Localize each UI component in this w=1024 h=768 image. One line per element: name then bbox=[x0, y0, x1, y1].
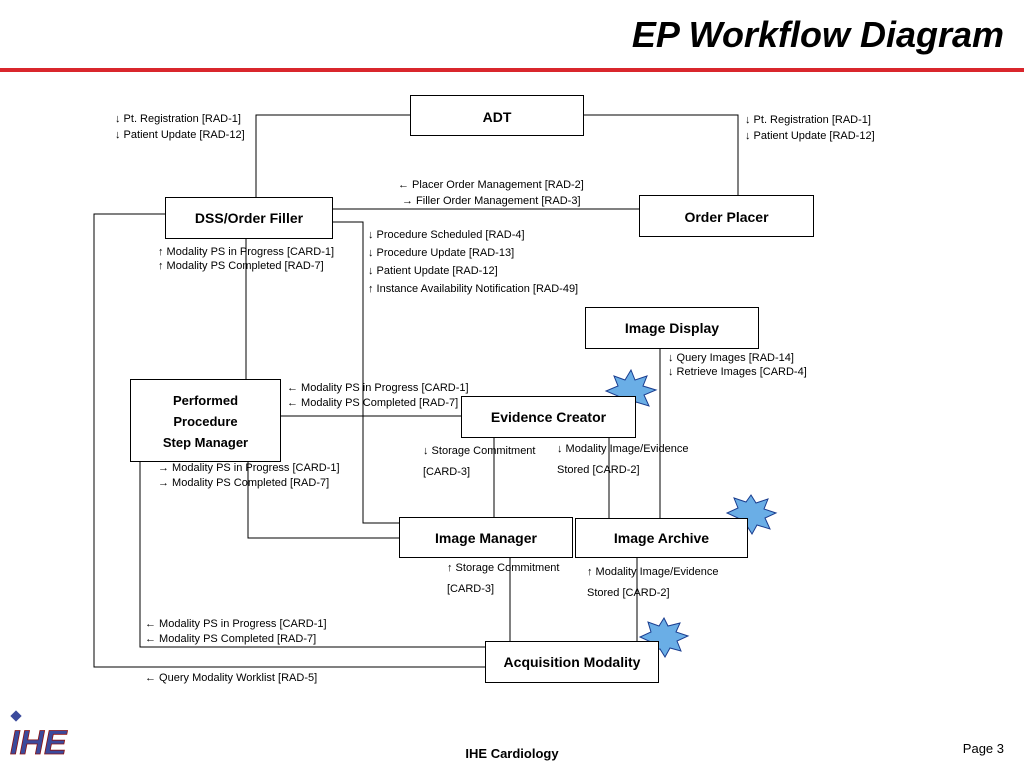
actor-acquisition-modality: Acquisition Modality bbox=[485, 641, 659, 683]
actor-ppsm-label-1: Performed bbox=[172, 393, 239, 408]
actor-acquisition-modality-label: Acquisition Modality bbox=[503, 654, 641, 670]
page-number: Page 3 bbox=[962, 741, 1004, 756]
page-title: EP Workflow Diagram bbox=[631, 14, 1004, 55]
transaction-am-to-ppsm: ← Modality PS in Progress [CARD-1]← Moda… bbox=[145, 618, 327, 645]
actor-ppsm-label-2: Procedure bbox=[173, 414, 238, 429]
transaction-adt-right: ↓ Pt. Registration [RAD-1]↓ Patient Upda… bbox=[745, 114, 875, 142]
transaction-ec-storage-commitment: ↓ Storage Commitment[CARD-3] bbox=[423, 445, 536, 478]
actor-dss-label: DSS/Order Filler bbox=[194, 210, 304, 226]
line-dss-im bbox=[333, 221, 400, 524]
actor-image-archive-label: Image Archive bbox=[613, 530, 710, 546]
footer-title: IHE Cardiology bbox=[465, 746, 559, 761]
actor-image-manager: Image Manager bbox=[399, 517, 573, 558]
actor-ppsm-label-3: Step Manager bbox=[162, 435, 249, 450]
actor-image-manager-label: Image Manager bbox=[435, 529, 537, 546]
transaction-ec-to-ppsm: ← Modality PS in Progress [CARD-1]← Moda… bbox=[287, 382, 469, 409]
line-adt-dss bbox=[255, 114, 411, 197]
line-adt-placer bbox=[583, 114, 739, 195]
transaction-am-storage-commitment: ↑ Storage Commitment[CARD-3] bbox=[447, 562, 560, 595]
transaction-adt-left: ↓ Pt. Registration [RAD-1]↓ Patient Upda… bbox=[115, 113, 245, 141]
ihe-logo: IHE bbox=[10, 710, 68, 760]
transaction-dss-to-image-manager: ↓ Procedure Scheduled [RAD-4]↓ Procedure… bbox=[368, 229, 579, 295]
actor-adt-label: ADT bbox=[482, 109, 512, 125]
line-ppsm-im bbox=[247, 461, 400, 539]
title-rule bbox=[0, 68, 1024, 72]
actor-adt: ADT bbox=[410, 95, 584, 136]
transaction-query-worklist: ← Query Modality Worklist [RAD-5] bbox=[145, 672, 318, 684]
transaction-placer-filler: ← Placer Order Management [RAD-2] → Fill… bbox=[398, 179, 584, 207]
transaction-ppsm-to-image-manager: → Modality PS in Progress [CARD-1]→ Moda… bbox=[158, 462, 340, 489]
logo-text: IHE bbox=[10, 724, 68, 760]
actor-ppsm: Performed Procedure Step Manager bbox=[130, 379, 281, 462]
actor-evidence-creator: Evidence Creator bbox=[461, 396, 636, 438]
line-worklist bbox=[93, 213, 486, 668]
actor-image-display-label: Image Display bbox=[624, 320, 720, 336]
transaction-ppsm-to-dss: ↑ Modality PS in Progress [CARD-1]↑ Moda… bbox=[158, 246, 335, 272]
actor-order-placer-label: Order Placer bbox=[684, 209, 769, 225]
actor-image-archive: Image Archive bbox=[575, 518, 748, 558]
actor-evidence-creator-label: Evidence Creator bbox=[490, 409, 607, 425]
line-ppsm-am bbox=[139, 461, 486, 648]
actor-image-display: Image Display bbox=[585, 307, 759, 349]
actor-dss-order-filler: DSS/Order Filler bbox=[165, 197, 333, 239]
transaction-display-archive: ↓ Query Images [RAD-14]↓ Retrieve Images… bbox=[668, 352, 807, 378]
actor-order-placer: Order Placer bbox=[639, 195, 814, 237]
